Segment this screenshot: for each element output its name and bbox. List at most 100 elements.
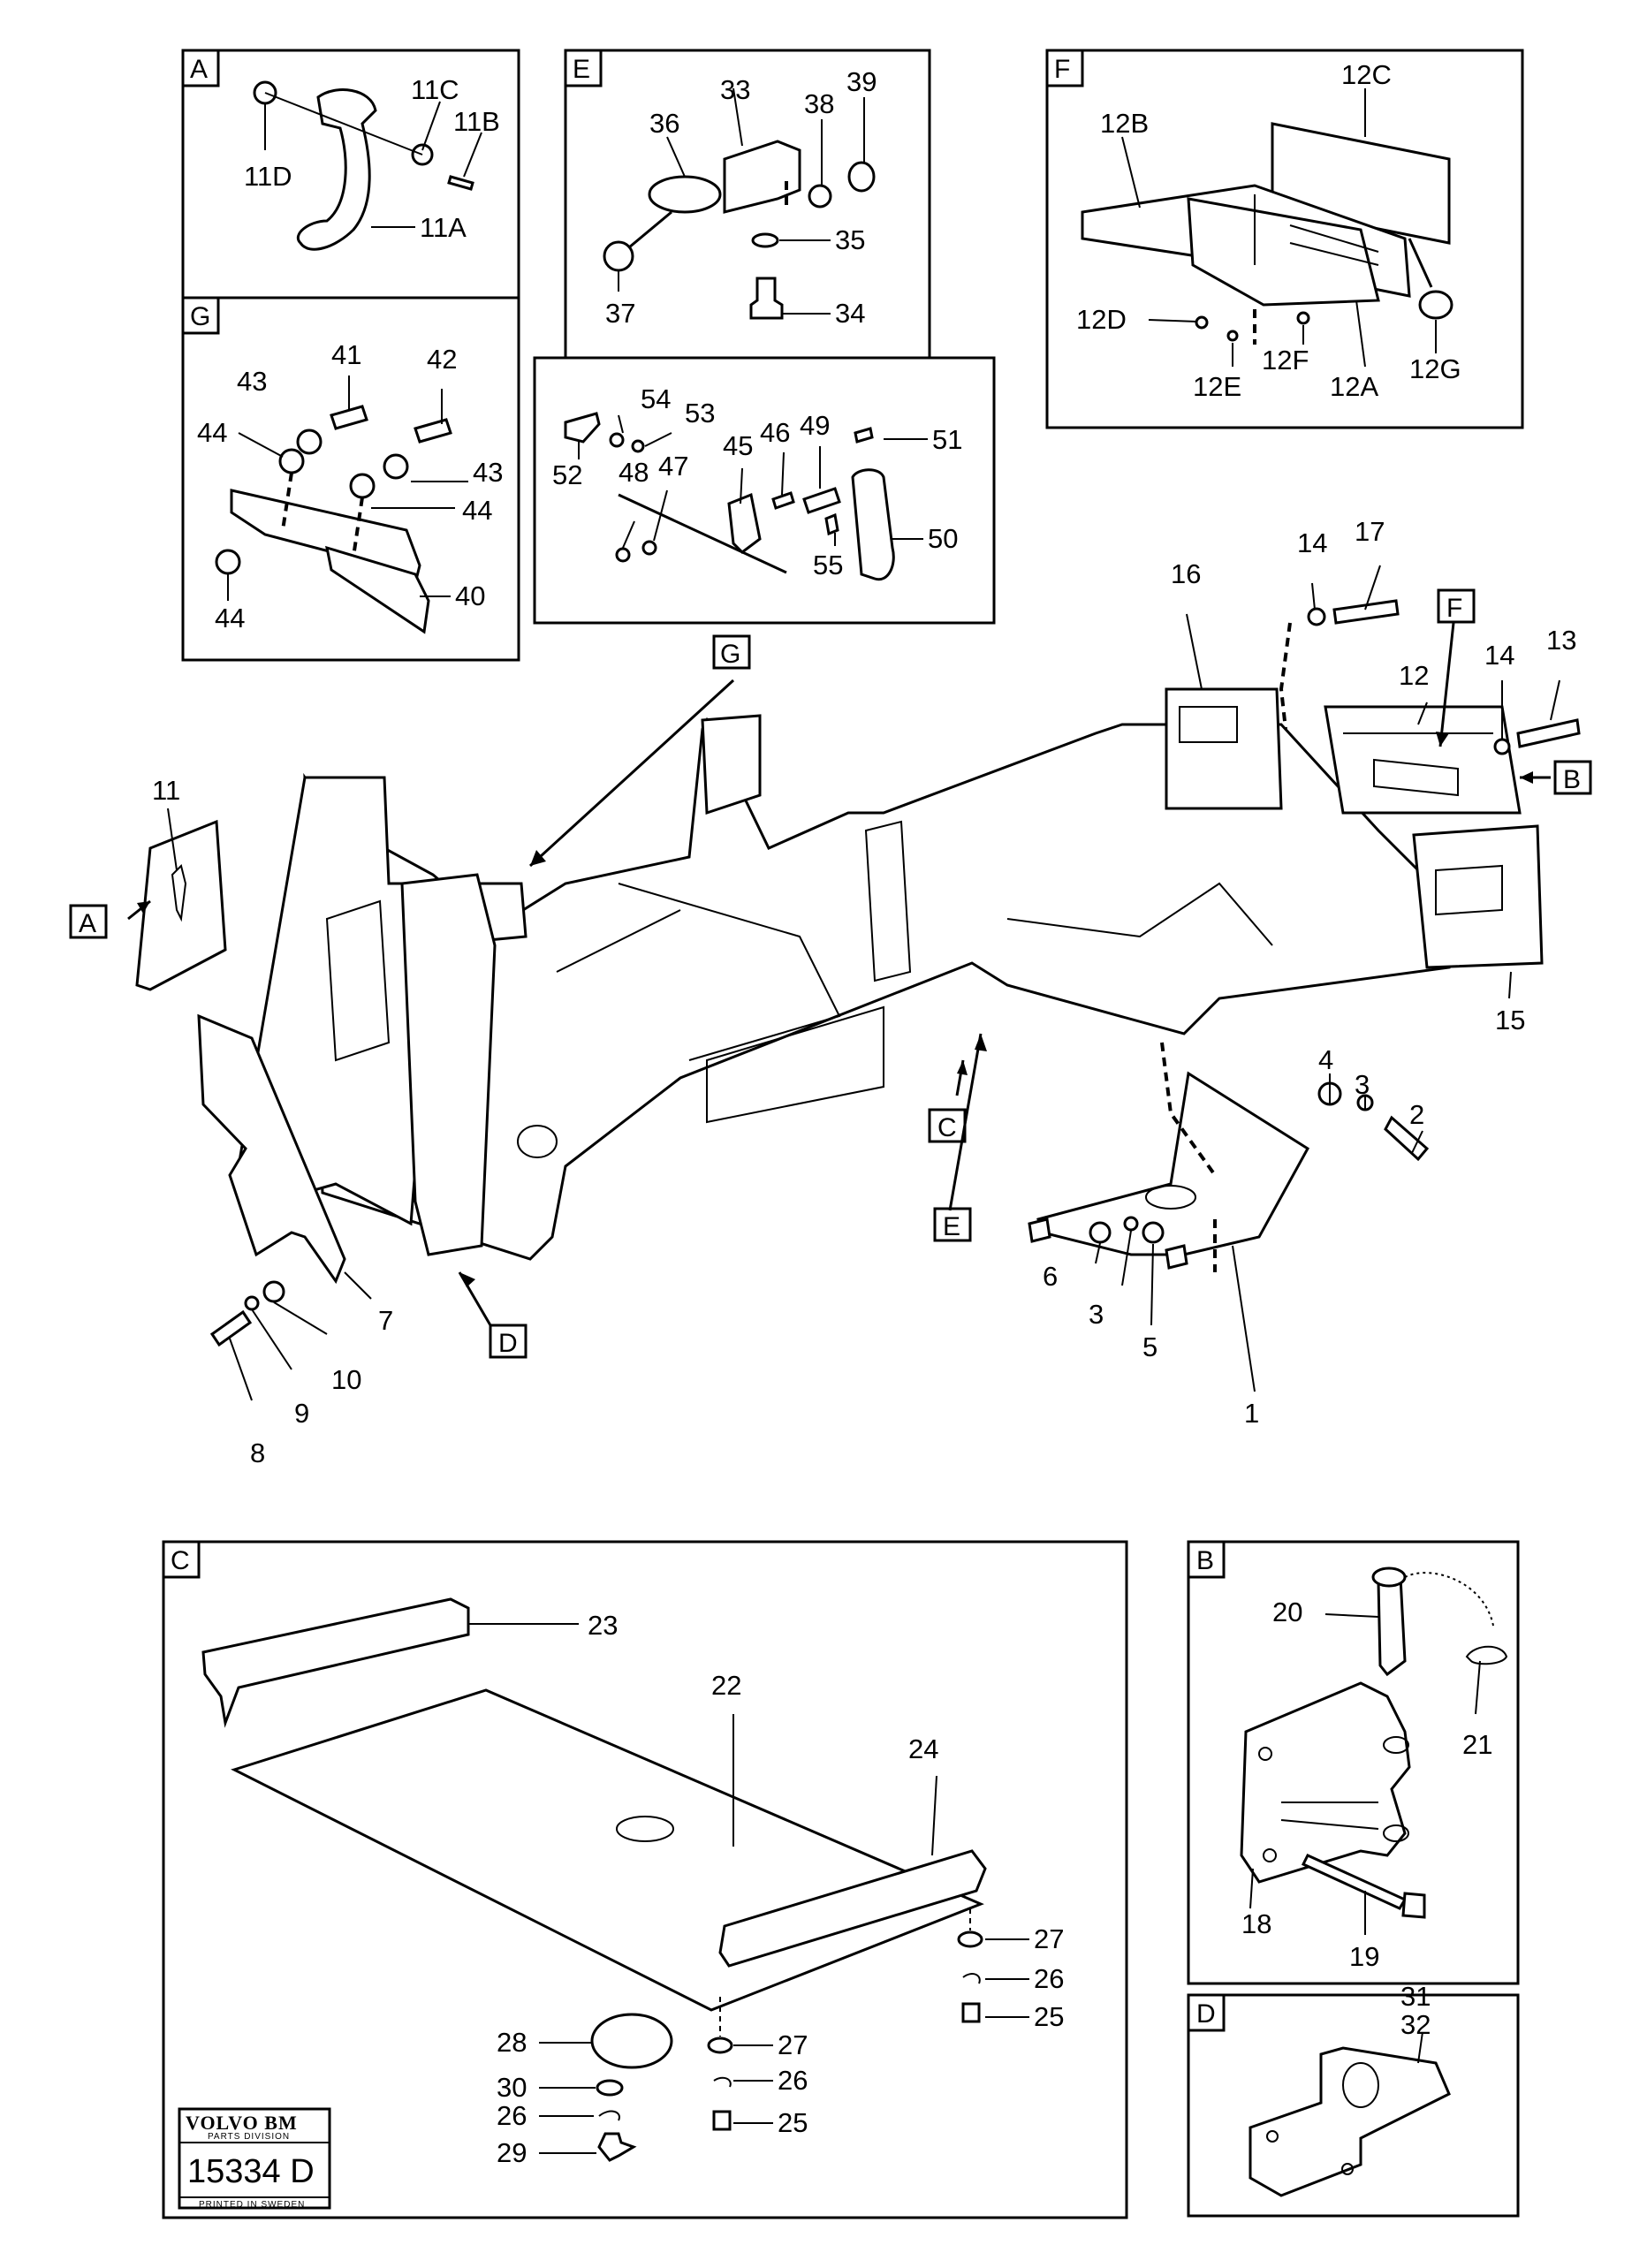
label-12f: 12F [1262,345,1309,375]
panel-f-letter: F [1054,55,1070,84]
stamp-number: 15334 D [187,2153,315,2190]
bolt-icon [447,175,474,191]
stamp-brand: VOLVO BM [186,2112,298,2134]
marker-e: E [943,1212,960,1241]
washer-icon [383,453,409,480]
panel-b: B 20 21 18 19 [1187,1540,1520,1985]
main-frame-assembly: A B C D E F G 11 16 14 17 12 14 13 15 4 … [69,516,1592,1468]
bolt-icon [414,418,452,444]
washer-icon [296,429,323,455]
label-26-left: 26 [497,2100,527,2131]
bolt-icon [961,2002,981,2023]
label-34: 34 [835,298,865,329]
label-3-lower: 3 [1089,1299,1104,1330]
nut-icon [847,161,876,193]
washer-icon [1142,1221,1165,1244]
label-39: 39 [846,66,877,97]
panel-e-letter: E [573,55,590,84]
washer-icon [707,2037,733,2054]
bolt-icon [1296,311,1310,325]
label-28: 28 [497,2027,527,2058]
washer-icon [349,473,376,499]
label-26-right: 26 [1034,1963,1064,1994]
panel-d-letter: D [1196,1999,1216,2029]
label-44-upper: 44 [197,417,227,448]
label-32: 32 [1400,2009,1431,2040]
bracket-icon [723,140,801,214]
front-upright-part [400,873,497,1256]
label-23: 23 [588,1610,618,1641]
pin-icon [1377,1575,1407,1677]
bottom-guard-part [1036,1071,1309,1256]
label-19: 19 [1349,1941,1379,1972]
pin-head-icon [1371,1566,1407,1588]
label-25-mid: 25 [778,2107,808,2138]
panel-c-letter: C [171,1546,190,1575]
side-plate-part [197,1013,346,1285]
label-46: 46 [760,417,790,448]
washer-icon [641,540,657,556]
label-12c: 12C [1341,59,1392,90]
panel-e: E 33 36 38 39 35 37 34 [564,49,931,360]
bracket-icon [564,412,601,444]
label-12d: 12D [1076,304,1127,335]
label-2: 2 [1409,1099,1424,1130]
label-8: 8 [250,1437,265,1468]
lifting-eye-bracket-part [1249,2046,1451,2197]
washer-icon [1418,290,1453,320]
label-13: 13 [1546,625,1576,656]
label-50: 50 [928,523,958,554]
stamp-division: PARTS DIVISION [208,2132,290,2142]
label-11a: 11A [420,212,467,243]
label-35: 35 [835,224,865,255]
label-38: 38 [804,88,834,119]
label-12a: 12A [1330,371,1378,402]
panel-d: D 31 32 [1187,1981,1520,2218]
lock-washer-icon [713,2076,732,2088]
washer-icon [957,1930,983,1948]
label-31: 31 [1400,1981,1431,2012]
label-37: 37 [605,298,635,329]
washer-icon [1307,607,1326,626]
panel-c: C 23 22 24 [162,1540,1128,2219]
label-11c: 11C [411,74,459,105]
bolt-icon [1301,1854,1408,1910]
label-20: 20 [1272,1597,1302,1627]
bolt-icon [1332,599,1400,625]
latch-part [727,492,762,554]
lever-part [851,468,895,581]
washer-icon [609,432,625,448]
bolt-icon [330,405,368,430]
label-12b: 12B [1100,108,1149,139]
label-47: 47 [658,451,688,482]
label-44-right: 44 [462,495,492,526]
label-55: 55 [813,550,843,580]
clamp-part [648,175,722,214]
nut-icon [1195,315,1209,330]
bolt-icon [749,277,784,320]
washer-icon [278,448,305,474]
label-14-top: 14 [1297,527,1327,558]
label-40: 40 [455,580,485,611]
label-22: 22 [711,1670,741,1701]
label-26-mid: 26 [778,2065,808,2096]
label-15: 15 [1495,1005,1525,1035]
label-9: 9 [294,1398,309,1429]
bolt-icon [1384,1115,1430,1162]
panel-b-letter: B [1196,1546,1214,1575]
panel-latch-details: 54 53 46 49 51 52 48 47 45 50 55 [533,356,996,625]
panel-g-letter: G [190,302,210,331]
panel-f: F 12C 12B 12D 12E 12F 12A 12G [1045,49,1524,429]
panel-a: A 11C 11B 11D 11A [181,49,520,300]
pin-icon [802,487,841,514]
label-25-right: 25 [1034,2001,1064,2032]
label-30: 30 [497,2072,527,2103]
washer-icon [1123,1216,1139,1232]
cover-disc-part [590,2013,673,2069]
label-1: 1 [1244,1398,1259,1429]
mounting-rail-part [201,1597,470,1728]
grab-handle-part [297,88,377,251]
label-11d: 11D [244,161,292,192]
nut-icon [631,439,645,453]
